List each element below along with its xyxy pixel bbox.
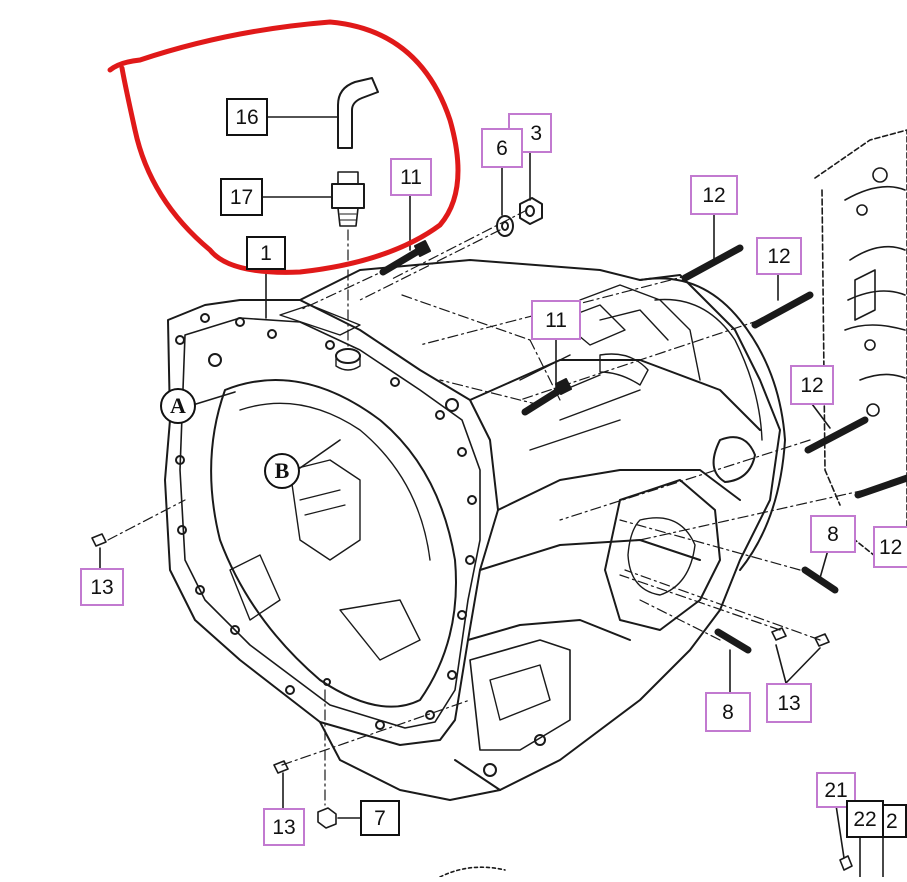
part-label-6: 6 xyxy=(481,128,523,168)
part-label-11-mid: 11 xyxy=(531,300,581,340)
leader-lines xyxy=(107,209,866,806)
part-label-13-right: 13 xyxy=(766,683,812,723)
part-label-13-bottom: 13 xyxy=(263,808,305,846)
part-label-12-a: 12 xyxy=(690,175,738,215)
fitting-part-icon xyxy=(331,171,365,227)
part-label-16: 16 xyxy=(226,98,268,136)
part-label-17: 17 xyxy=(220,178,263,216)
part-label-12-b: 12 xyxy=(756,237,802,275)
pin-icon xyxy=(91,533,830,774)
view-marker-b: B xyxy=(264,453,300,489)
nut-icon xyxy=(519,197,543,225)
transmission-case xyxy=(164,259,786,801)
part-label-7: 7 xyxy=(360,800,400,836)
bottom-right-parts xyxy=(439,855,853,878)
stud-icon xyxy=(681,244,907,654)
plug-icon xyxy=(317,678,337,829)
part-label-22: 22 xyxy=(846,800,884,838)
part-label-2-partial: 2 xyxy=(882,804,907,838)
highlight-circle xyxy=(107,19,461,275)
part-label-11-top: 11 xyxy=(390,158,432,196)
washer-icon xyxy=(496,215,514,237)
part-label-8-lower: 8 xyxy=(705,692,751,732)
part-label-12-c: 12 xyxy=(790,365,834,405)
part-label-1: 1 xyxy=(246,236,286,270)
part-label-3: 3 xyxy=(508,113,552,153)
part-label-12-d: 12 xyxy=(873,526,907,568)
part-label-13-left: 13 xyxy=(80,568,124,606)
bolt-icon xyxy=(379,240,572,416)
part-label-8-right: 8 xyxy=(810,515,856,553)
label-leaders xyxy=(99,116,884,878)
hose-part-icon xyxy=(337,77,379,149)
view-marker-a: A xyxy=(160,388,196,424)
